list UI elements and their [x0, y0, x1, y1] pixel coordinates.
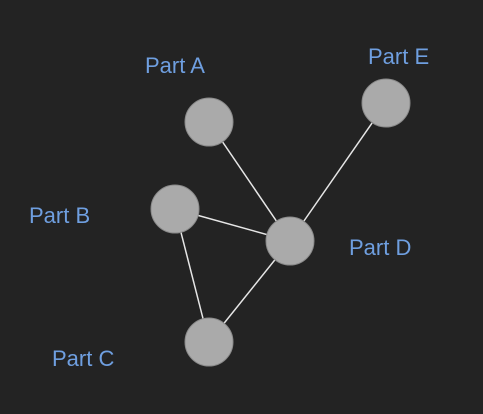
node-label-a: Part A: [145, 53, 205, 78]
node-e: [361, 78, 411, 128]
node-label-b: Part B: [29, 203, 90, 228]
node-a: [184, 97, 234, 147]
node-label-d: Part D: [349, 235, 411, 260]
node-label-c: Part C: [52, 346, 114, 371]
labels-layer: Part A Part B Part C Part D Part E: [29, 44, 429, 371]
node-label-e: Part E: [368, 44, 429, 69]
node-d: [265, 216, 315, 266]
node-b: [150, 184, 200, 234]
node-c: [184, 317, 234, 367]
edge-e-d: [289, 102, 387, 242]
nodes-layer: [150, 78, 411, 367]
